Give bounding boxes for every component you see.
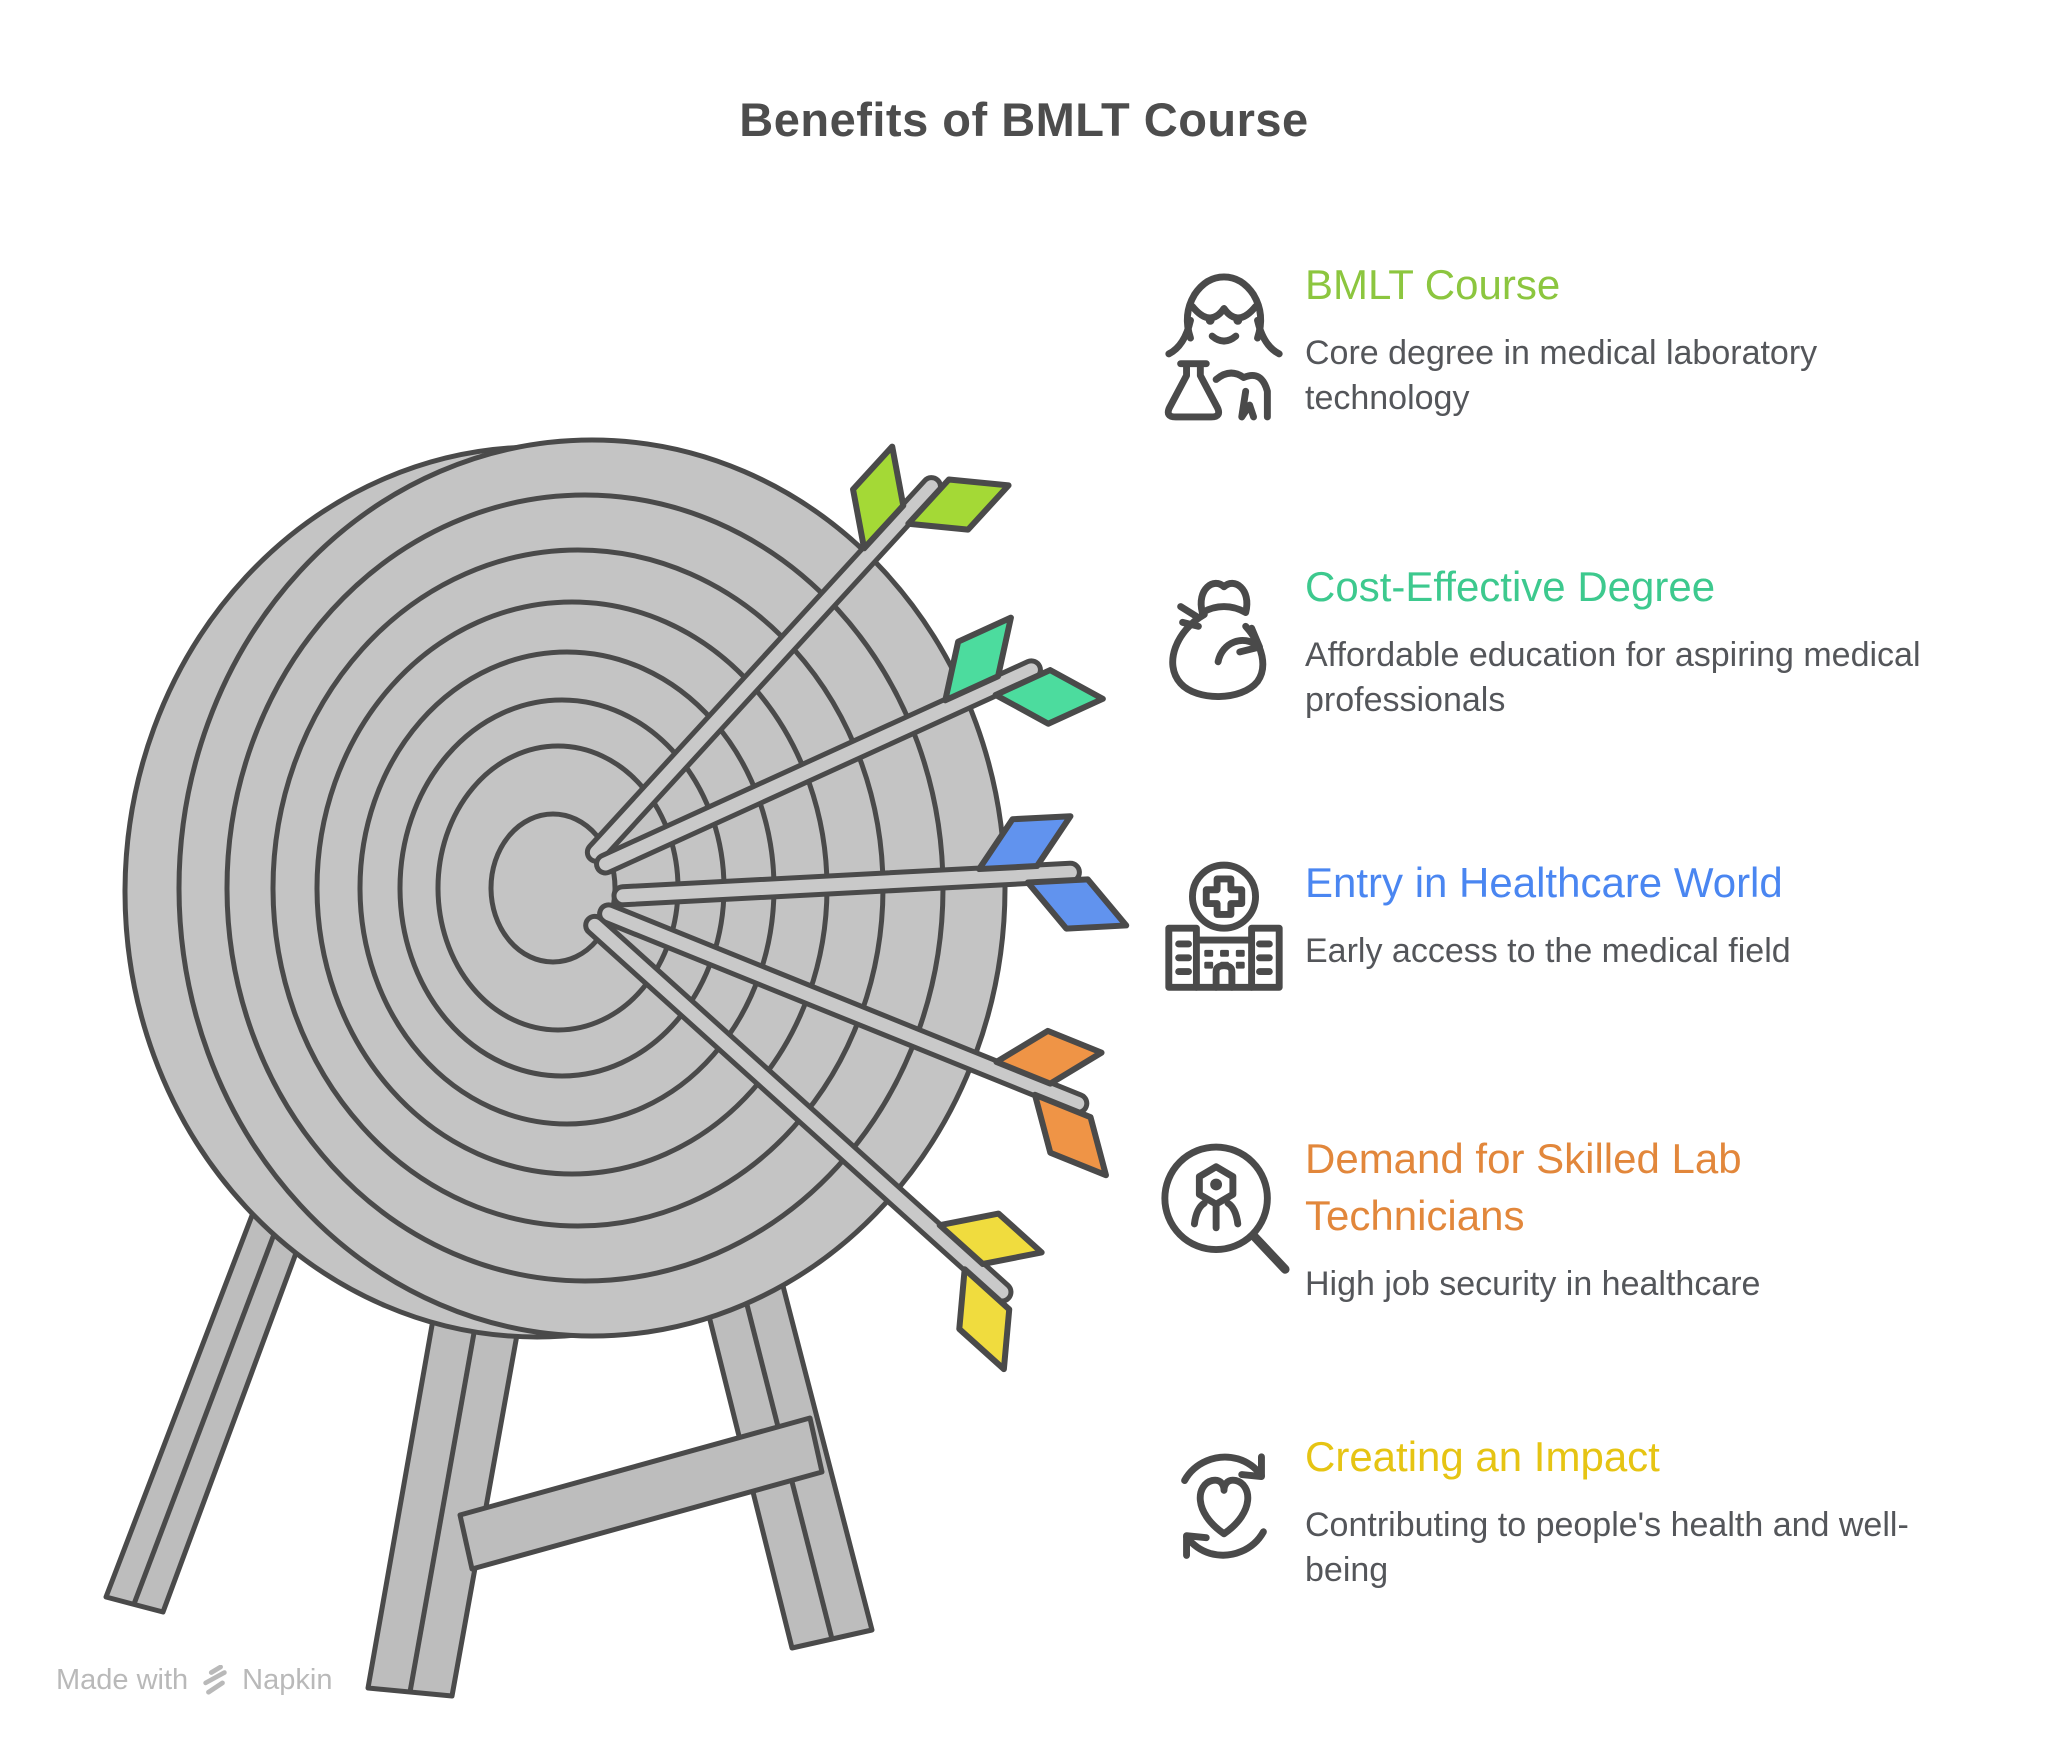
benefit-heading: Cost-Effective Degree [1305,563,1716,610]
benefit-description: High job security in healthcare [1305,1265,1761,1303]
arrow-blue [611,813,1130,932]
arrow-yellow [583,913,1045,1373]
benefit-heading: Creating an Impact [1305,1433,1660,1480]
hospital-building-icon [1165,861,1283,991]
benefit-description: Core degree in medical laboratory techno… [1305,334,1818,417]
benefit-item-cost-effective: Cost-Effective Degree Affordable educati… [1155,558,1995,723]
money-bag-icon [1169,579,1267,700]
magnifier-person-icon [1161,1143,1290,1274]
target-board [122,437,1008,1340]
heart-cycle-icon [1181,1453,1267,1559]
page-title: Benefits of BMLT Course [739,93,1309,146]
footer-credit: Made with Napkin [56,1664,332,1697]
benefit-item-creating-impact: Creating an Impact Contributing to peopl… [1155,1428,1995,1593]
scientist-flask-icon [1164,273,1283,421]
benefit-description: Early access to the medical field [1305,932,1791,970]
benefit-description: Affordable education for aspiring medica… [1305,636,1921,719]
napkin-logo-icon [203,1664,227,1695]
benefit-heading: Demand for Skilled Lab Technicians [1305,1135,1742,1239]
benefit-item-lab-technicians: Demand for Skilled Lab Technicians High … [1155,1130,1995,1307]
made-with-label: Made with [56,1664,189,1696]
benefit-item-healthcare-entry: Entry in Healthcare World Early access t… [1155,854,1995,991]
brand-label: Napkin [242,1664,333,1696]
benefit-description: Contributing to people's health and well… [1305,1506,1909,1589]
arrow-orange [597,902,1109,1179]
benefit-heading: Entry in Healthcare World [1305,859,1783,906]
arrow-green [584,443,1012,864]
benefit-heading: BMLT Course [1305,261,1561,308]
benefit-item-bmlt-course: BMLT Course Core degree in medical labor… [1155,256,1995,421]
arrow-mint [594,614,1106,876]
